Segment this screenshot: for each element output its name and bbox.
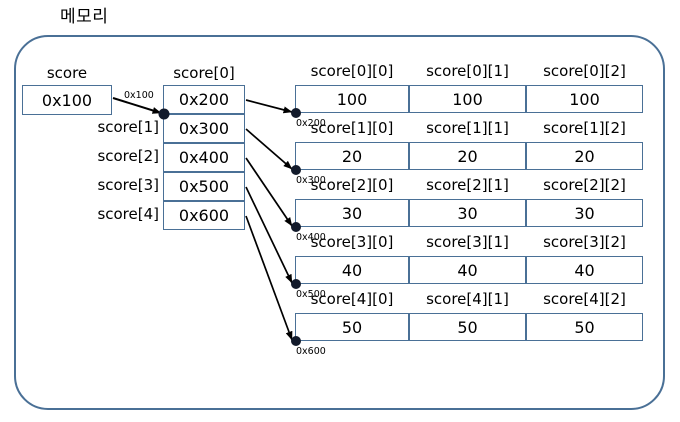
- memory-title: 메모리: [60, 7, 109, 27]
- pointer-array-row-label-3: score[3]: [97, 176, 159, 194]
- data-header-4-2: score[4][2]: [543, 290, 626, 308]
- data-cell-1-2: 20: [526, 142, 643, 170]
- data-header-1-0: score[1][0]: [310, 119, 394, 137]
- pointer-array-cell-4: 0x600: [163, 201, 245, 230]
- data-header-1-2: score[1][2]: [543, 119, 626, 137]
- pointer-array-row-label-1: score[1]: [97, 118, 159, 136]
- data-header-4-0: score[4][0]: [310, 290, 394, 308]
- data-cell-2-2: 30: [526, 199, 643, 227]
- data-header-3-0: score[3][0]: [310, 233, 394, 251]
- data-cell-3-2: 40: [526, 256, 643, 284]
- data-row-address-1: 0x300: [296, 175, 326, 186]
- data-header-2-2: score[2][2]: [543, 176, 626, 194]
- data-cell-2-0: 30: [295, 199, 409, 227]
- data-cell-4-1: 50: [409, 313, 526, 341]
- data-cell-3-1: 40: [409, 256, 526, 284]
- data-row-address-4: 0x600: [296, 346, 326, 357]
- data-row-address-0: 0x200: [296, 118, 326, 129]
- pointer-array-row-label-2: score[2]: [97, 147, 159, 165]
- pointer-variable-label: score: [46, 64, 88, 82]
- data-cell-0-0: 100: [295, 85, 409, 113]
- data-cell-0-2: 100: [526, 85, 643, 113]
- data-header-4-1: score[4][1]: [426, 290, 509, 308]
- data-row-address-2: 0x400: [296, 232, 326, 243]
- data-cell-1-1: 20: [409, 142, 526, 170]
- data-header-3-2: score[3][2]: [543, 233, 626, 251]
- data-cell-3-0: 40: [295, 256, 409, 284]
- data-cell-0-1: 100: [409, 85, 526, 113]
- data-header-3-1: score[3][1]: [426, 233, 509, 251]
- data-header-2-0: score[2][0]: [310, 176, 394, 194]
- pointer-array-cell-2: 0x400: [163, 143, 245, 172]
- pointer-array-row-label-4: score[4]: [97, 205, 159, 223]
- data-cell-4-2: 50: [526, 313, 643, 341]
- data-header-0-1: score[0][1]: [426, 62, 509, 80]
- pointer-array-header-label: score[0]: [173, 64, 235, 82]
- data-cell-1-0: 20: [295, 142, 409, 170]
- data-header-0-0: score[0][0]: [310, 62, 394, 80]
- data-header-2-1: score[2][1]: [426, 176, 509, 194]
- data-row-address-3: 0x500: [296, 289, 326, 300]
- memory-container: [14, 35, 665, 410]
- data-cell-4-0: 50: [295, 313, 409, 341]
- pointer-variable-cell: 0x100: [22, 85, 112, 115]
- data-cell-2-1: 30: [409, 199, 526, 227]
- pointer-array-cell-0: 0x200: [163, 85, 245, 114]
- pointer-array-cell-3: 0x500: [163, 172, 245, 201]
- pointer-array-cell-1: 0x300: [163, 114, 245, 143]
- data-header-0-2: score[0][2]: [543, 62, 626, 80]
- pointer-edge-label: 0x100: [124, 90, 154, 101]
- data-header-1-1: score[1][1]: [426, 119, 509, 137]
